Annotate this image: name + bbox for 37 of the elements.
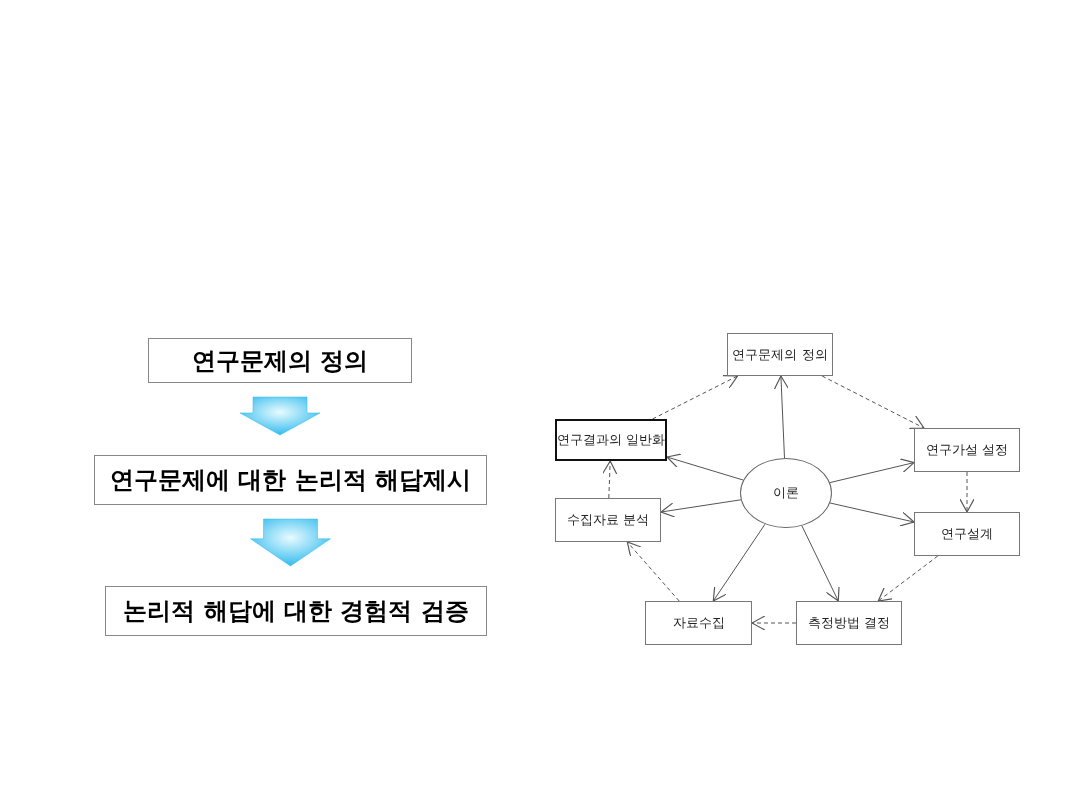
dashed-arrow (751, 615, 797, 631)
arrow (666, 453, 744, 481)
dashed-arrow (602, 460, 618, 499)
process-box (555, 498, 661, 542)
process-box (645, 601, 752, 645)
arrow (660, 499, 742, 518)
box-label: 자료수집 (672, 614, 725, 632)
title-box (148, 338, 412, 383)
arrow (801, 525, 840, 602)
process-box (94, 455, 487, 505)
box-label: 이론 (773, 484, 799, 502)
dashed-arrow (877, 555, 939, 602)
box-label: 연구문제의 정의 (191, 345, 369, 377)
box-label: 논리적 해답에 대한 경험적 검증 (123, 596, 469, 627)
process-box (727, 333, 833, 376)
arrow (712, 523, 766, 602)
arrow (773, 375, 790, 459)
arrow (829, 458, 915, 484)
box-label: 측정방법 결정 (807, 614, 891, 632)
dashed-arrow (821, 375, 925, 429)
process-box (914, 512, 1020, 556)
box-label: 연구문제의 정의 (732, 345, 828, 364)
process-box (105, 586, 487, 636)
box-label: 연구가설 설정 (925, 441, 1009, 459)
dashed-arrow (959, 471, 975, 513)
dashed-arrow (652, 374, 739, 420)
process-box (796, 601, 902, 645)
process-box (555, 419, 667, 461)
box-label: 수집자료 분석 (566, 511, 650, 529)
box-label: 연구설계 (941, 525, 993, 543)
process-box (914, 428, 1020, 472)
dashed-arrow (626, 541, 680, 602)
block-arrow (250, 518, 331, 567)
box-label: 연구문제에 대한 논리적 해답제시 (109, 465, 472, 496)
block-arrow (239, 396, 321, 436)
arrow (829, 502, 915, 527)
box-label: 연구결과의 일반화 (556, 431, 666, 449)
